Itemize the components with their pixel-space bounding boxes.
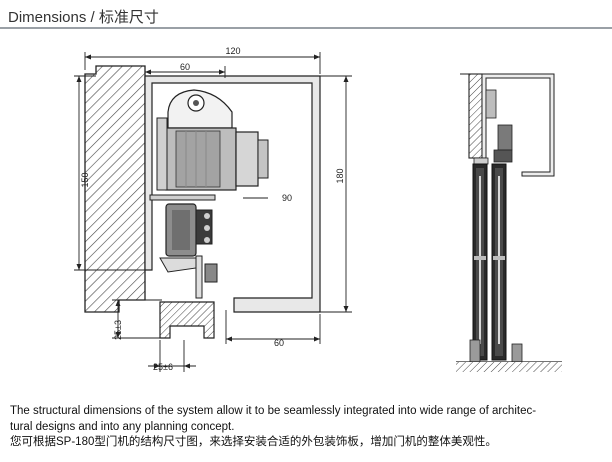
- roller-carriage: [159, 203, 218, 299]
- section-view: 120 60 150 180 90 60 25±3 25±6: [74, 46, 352, 372]
- wall-elevation: [468, 73, 483, 159]
- mounting-profile: [144, 75, 321, 313]
- motor: [156, 89, 269, 191]
- bottom-guide: [159, 301, 215, 339]
- wall: [84, 65, 146, 313]
- dim-guide-height: 25±3: [113, 320, 123, 340]
- caption-cn-line: 您可根据SP-180型门机的结构尺寸图，来选择安装合适的外包装饰板，增加门机的整…: [10, 436, 497, 448]
- door-leaf-2: [491, 163, 507, 361]
- caption-en-line-2: tural designs and into any planning conc…: [10, 420, 235, 433]
- elevation-view: [456, 73, 562, 372]
- dim-bottom-width: 60: [274, 338, 284, 348]
- dim-right-height: 180: [335, 168, 345, 183]
- dim-hanger-offset: 90: [282, 193, 292, 203]
- dim-guide-width: 25±6: [153, 362, 173, 372]
- dim-overall-width: 120: [225, 46, 240, 56]
- dim-rail-width: 60: [180, 62, 190, 72]
- page-title: Dimensions / 标准尺寸: [8, 9, 159, 26]
- caption-en-line-1: The structural dimensions of the system …: [10, 405, 537, 417]
- title-divider: [0, 27, 612, 29]
- dim-left-height: 150: [80, 172, 90, 187]
- door-leaf-1: [472, 163, 488, 361]
- caption: The structural dimensions of the system …: [10, 404, 606, 451]
- technical-drawing: 120 60 150 180 90 60 25±3 25±6: [74, 46, 562, 372]
